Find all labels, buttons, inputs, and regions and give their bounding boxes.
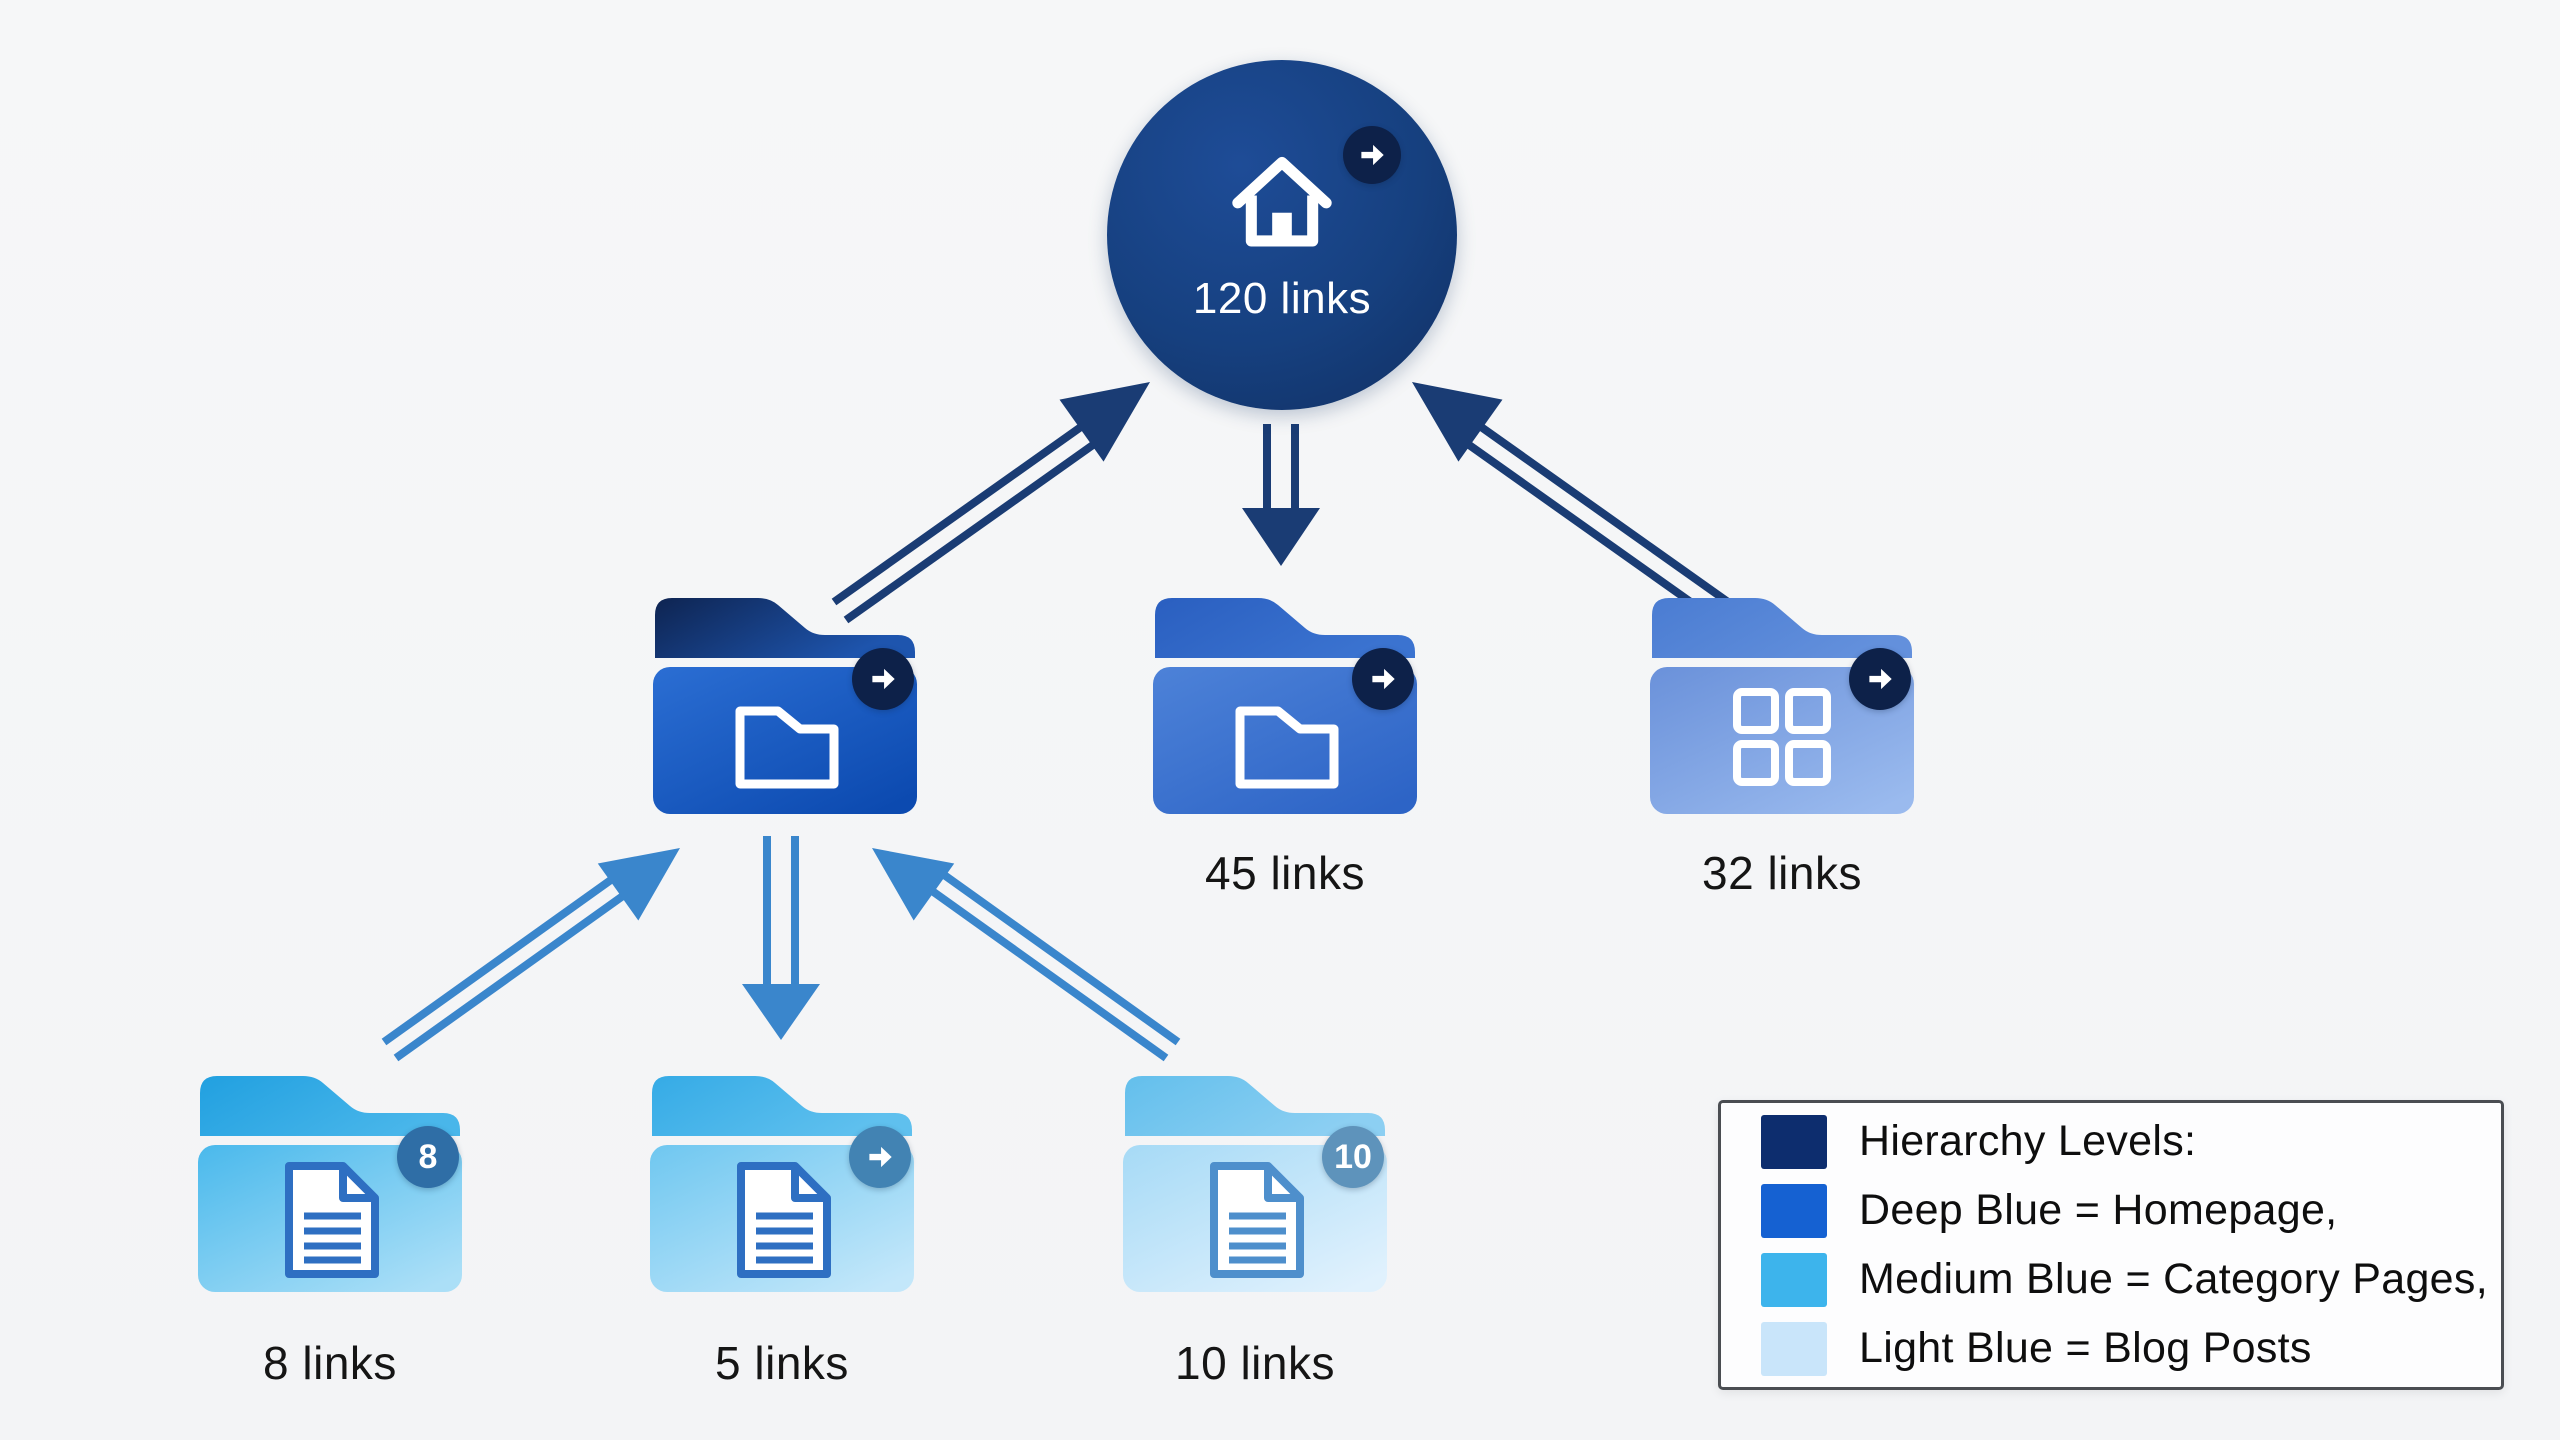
outbound-link-badge <box>849 1126 911 1188</box>
folder-icon <box>1123 1076 1387 1292</box>
folder-icon <box>198 1076 462 1292</box>
legend-row: Hierarchy Levels: <box>1761 1112 2501 1172</box>
arrow-post-right-to-category-main <box>872 848 1181 1062</box>
legend-swatch-light-blue <box>1761 1321 1827 1376</box>
node-category-main <box>640 570 930 915</box>
node-post-center: 5 links <box>637 1048 927 1393</box>
outbound-link-badge <box>1343 126 1401 184</box>
arrow-category-main-to-post-center <box>742 836 820 1040</box>
arrow-right-icon <box>1361 144 1384 166</box>
legend-label: Medium Blue = Category Pages, <box>1859 1255 2488 1303</box>
arrow-homepage-to-category-center <box>1242 424 1320 566</box>
link-count-label: 5 links <box>715 1337 849 1389</box>
subfolder-glyph <box>1235 706 1339 789</box>
arrow-right-icon <box>1372 668 1395 690</box>
document-glyph <box>1210 1162 1304 1278</box>
link-count-label: 8 links <box>263 1337 397 1389</box>
node-post-right: 10 10 links <box>1110 1048 1400 1393</box>
outbound-link-badge <box>1849 648 1911 710</box>
legend-row: Light Blue = Blog Posts <box>1761 1319 2501 1379</box>
arrow-category-right-to-homepage <box>1412 382 1731 624</box>
document-glyph <box>737 1162 831 1278</box>
inbound-count-badge: 8 <box>397 1126 459 1188</box>
grid-glyph <box>1733 688 1831 786</box>
outbound-link-badge <box>1352 648 1414 710</box>
document-glyph <box>285 1162 379 1278</box>
legend: Hierarchy Levels: Deep Blue = Homepage, … <box>1718 1100 2504 1390</box>
arrow-right-icon <box>1869 668 1892 690</box>
badge-number: 10 <box>1334 1138 1372 1176</box>
link-count-label: 32 links <box>1702 847 1862 899</box>
legend-title: Hierarchy Levels: <box>1859 1117 2197 1165</box>
link-count-label: 120 links <box>1192 274 1372 323</box>
legend-row: Medium Blue = Category Pages, <box>1761 1250 2501 1310</box>
badge-number: 8 <box>418 1138 438 1176</box>
outbound-link-badge <box>852 648 914 710</box>
node-category-right: 32 links <box>1637 570 1927 915</box>
arrow-post-left-to-category-main <box>381 848 680 1062</box>
legend-label: Deep Blue = Homepage, <box>1859 1186 2338 1234</box>
legend-label: Light Blue = Blog Posts <box>1859 1324 2312 1372</box>
legend-swatch-deep-blue <box>1761 1183 1827 1238</box>
inbound-count-badge: 10 <box>1322 1126 1384 1188</box>
legend-swatch-medium-blue <box>1761 1252 1827 1307</box>
link-count-label: 10 links <box>1175 1337 1335 1389</box>
link-count-label: 45 links <box>1205 847 1365 899</box>
legend-swatch-navy <box>1761 1114 1827 1169</box>
folder-icon <box>650 1076 914 1292</box>
node-post-left: 8 8 links <box>185 1048 475 1393</box>
folder-icon <box>653 598 917 814</box>
arrow-category-main-to-homepage <box>831 382 1150 624</box>
node-category-center: 45 links <box>1140 570 1430 915</box>
folder-icon <box>1153 598 1417 814</box>
folder-icon <box>1650 598 1914 814</box>
legend-row: Deep Blue = Homepage, <box>1761 1181 2501 1241</box>
home-icon <box>1232 156 1332 247</box>
arrow-right-icon <box>869 1146 892 1168</box>
arrow-right-icon <box>872 668 895 690</box>
node-homepage: 120 links <box>1107 60 1457 410</box>
subfolder-glyph <box>735 706 839 789</box>
